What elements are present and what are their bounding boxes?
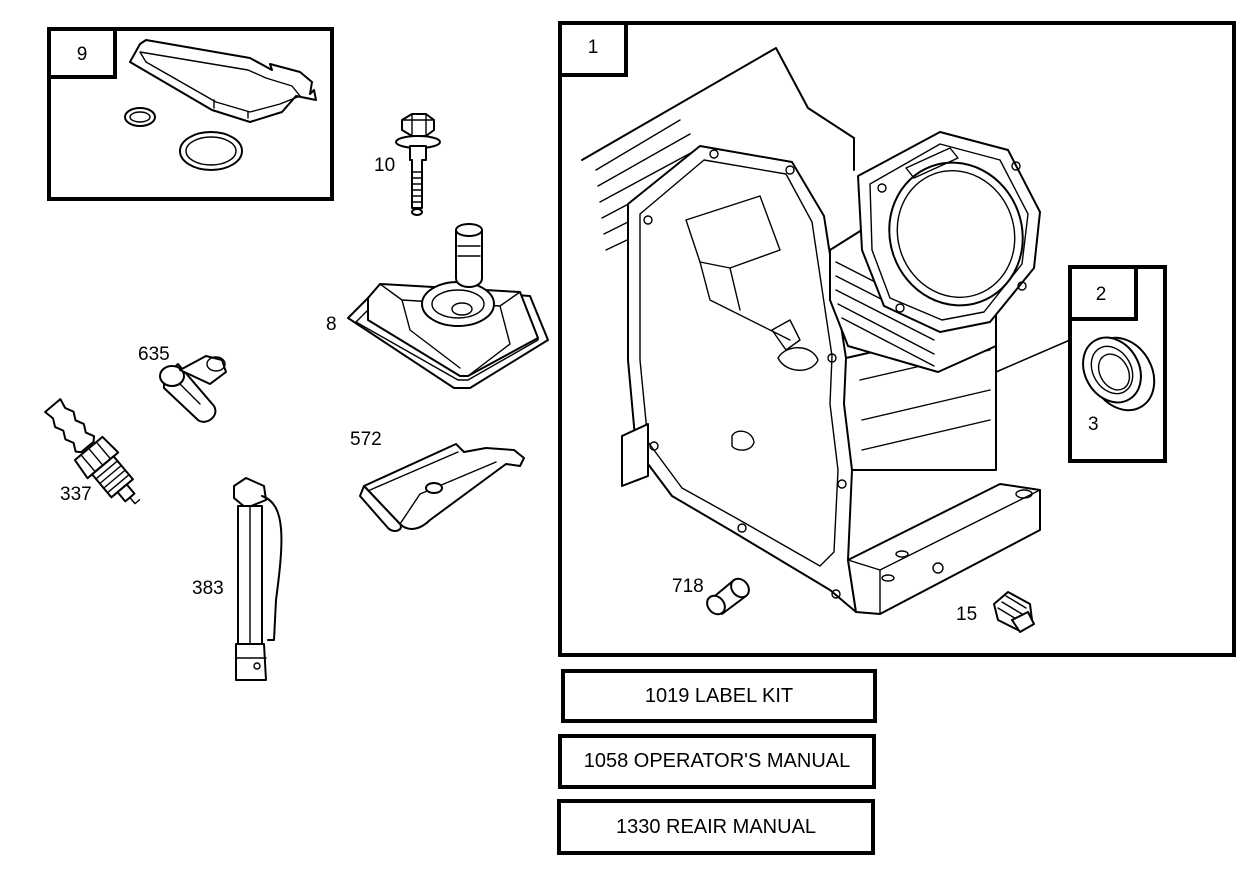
cover-icon: [347, 223, 549, 389]
plug-icon: [993, 591, 1035, 633]
callout-2: 2: [1096, 284, 1107, 305]
boot-part[interactable]: 635: [138, 344, 227, 423]
callout-8: 8: [326, 314, 337, 335]
seal-group-label-box: [1068, 265, 1138, 321]
baffle-icon: [359, 443, 525, 532]
callout-718: 718: [672, 576, 704, 597]
dowel-part[interactable]: 718: [672, 575, 753, 618]
callout-337: 337: [60, 484, 92, 505]
callout-635: 635: [138, 344, 170, 365]
gasket-set-group[interactable]: 9: [47, 27, 334, 201]
operators-manual-item[interactable]: 1058 OPERATOR'S MANUAL: [558, 734, 876, 789]
callout-1: 1: [588, 37, 599, 58]
spark-plug-icon: [44, 398, 141, 505]
gasket-icon: [124, 39, 317, 171]
spark-plug-part[interactable]: 337: [37, 393, 150, 517]
repair-manual-item[interactable]: 1330 REAIR MANUAL: [557, 799, 875, 855]
wrench-part[interactable]: 383: [192, 477, 283, 681]
engine-block-icon: [581, 47, 1041, 615]
wrench-icon: [233, 477, 283, 681]
gasket-set-label-box: [47, 27, 117, 79]
callout-3: 3: [1088, 414, 1099, 435]
callout-15: 15: [956, 604, 977, 625]
screw-icon: [395, 113, 441, 216]
screw-part[interactable]: 10: [374, 113, 441, 216]
dowel-icon: [706, 577, 750, 616]
plug-part[interactable]: 15: [956, 591, 1035, 633]
seal-icon: [1082, 336, 1156, 412]
seal-leader-line: [995, 339, 1071, 373]
callout-9: 9: [77, 44, 88, 65]
engine-block-label-box: [558, 21, 628, 77]
baffle-part[interactable]: 572: [350, 429, 525, 532]
cover-part[interactable]: 8: [326, 223, 549, 389]
callout-383: 383: [192, 578, 224, 599]
callout-10: 10: [374, 155, 395, 176]
label-kit-item[interactable]: 1019 LABEL KIT: [561, 669, 877, 723]
boot-icon: [159, 355, 227, 423]
callout-572: 572: [350, 429, 382, 450]
seal-group[interactable]: 2 3: [1068, 265, 1167, 463]
